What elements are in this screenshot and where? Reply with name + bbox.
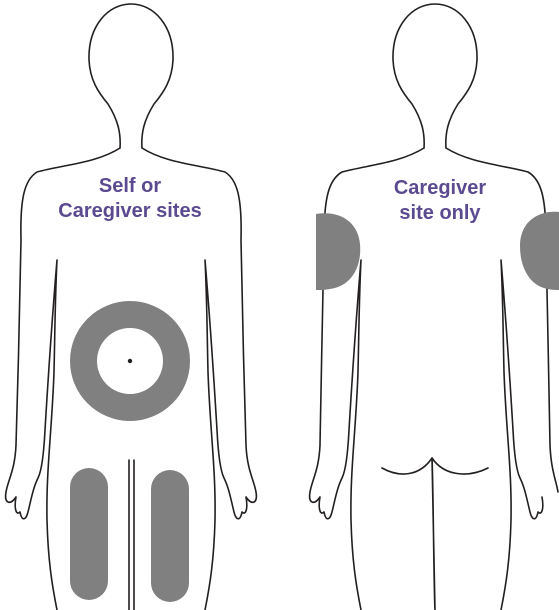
front-sites-label: Self or Caregiver sites	[30, 174, 230, 224]
front-head-outline	[89, 4, 173, 148]
navel-dot-icon	[128, 359, 132, 363]
front-crotch-line	[129, 460, 134, 610]
front-body-figure: Self or Caregiver sites	[0, 0, 280, 610]
right-upper-arm-site	[520, 212, 559, 290]
back-head-outline	[393, 4, 477, 148]
front-body-outline-icon	[0, 0, 280, 610]
front-label-line2: Caregiver sites	[30, 199, 230, 224]
front-label-line1: Self or	[30, 174, 230, 199]
back-label-line2: site only	[380, 201, 500, 226]
right-thigh-site	[151, 470, 189, 602]
back-label-line1: Caregiver	[380, 176, 500, 201]
left-upper-arm-site	[316, 213, 360, 290]
back-body-outline-icon	[280, 0, 559, 610]
left-thigh-site	[70, 468, 108, 600]
back-body-figure: Caregiver site only	[280, 0, 559, 610]
back-sites-label: Caregiver site only	[380, 176, 500, 226]
back-buttocks-line	[382, 458, 488, 610]
